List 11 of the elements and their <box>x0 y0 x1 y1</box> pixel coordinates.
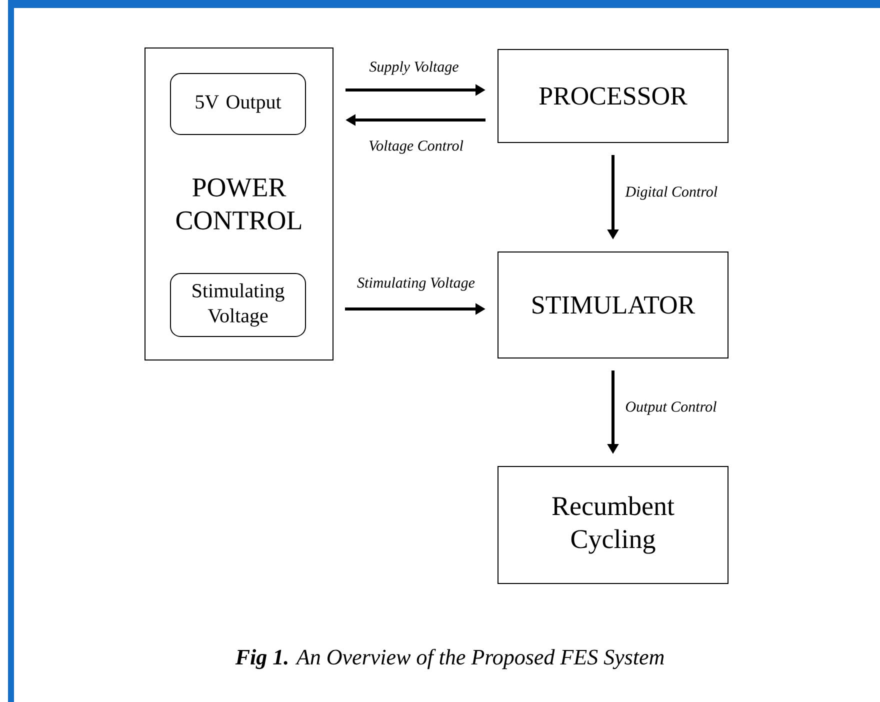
edge-label: Output Control <box>624 400 718 416</box>
block-box: Recumbent Cycling <box>498 466 728 584</box>
edge-label: Digital Control <box>624 185 719 201</box>
block-box: PROCESSOR <box>498 49 728 143</box>
rounded-box: Stimulating Voltage <box>170 273 306 337</box>
figure-caption: Fig 1. An Overview of the Proposed FES System <box>235 648 664 670</box>
edge-label: Voltage Control <box>368 139 464 155</box>
edge-label: Supply Voltage <box>368 60 460 76</box>
rounded-box: 5V Output <box>170 73 306 135</box>
edge-label: Stimulating Voltage <box>356 276 476 292</box>
block-box: STIMULATOR <box>498 252 728 358</box>
